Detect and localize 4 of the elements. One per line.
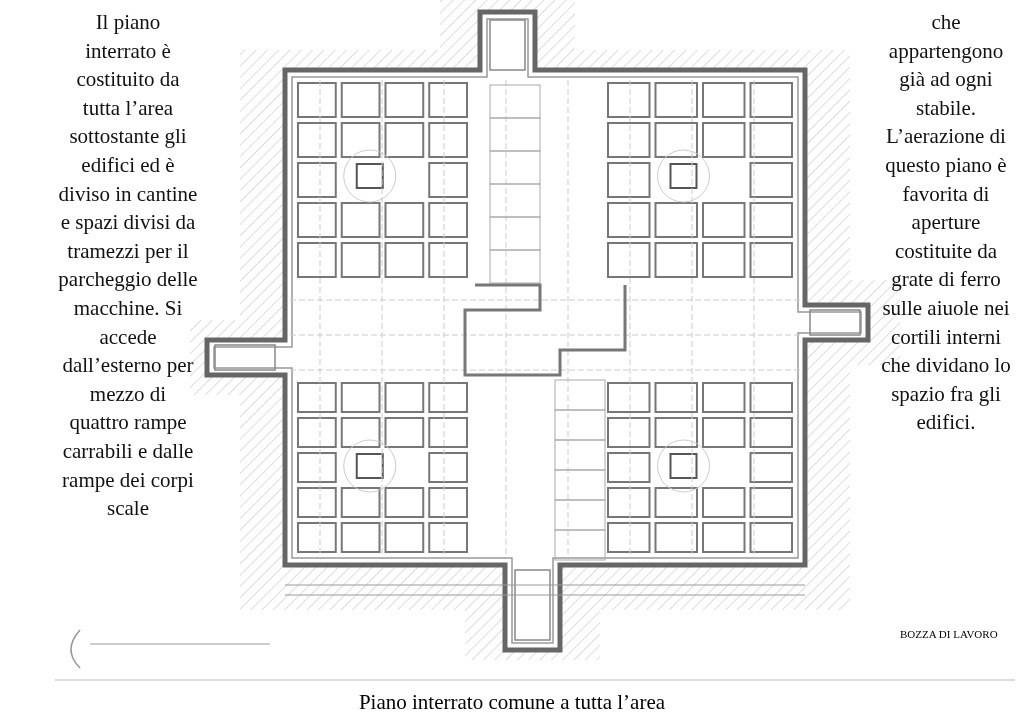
description-text: che appartengono già ad ogni stabile. L’aerazione di questo piano è favorita di aperture costituite da grate di ferro sulle aiuole nei cortili interni che dividano lo spazio fra gli edifici. [880, 9, 1012, 437]
caption: Piano interrato comune a tutta l’area [357, 690, 667, 715]
description-text: Il piano interrato è costituito da tutta l’area sottostante gli edifici ed è diviso in cantine e spazi divisi da tramezzi per il parcheggio delle macchine. Si accede dall’esterno per mezzo di quattro rampe carrabili e dalle rampe dei corpi scale [58, 9, 198, 523]
draft-stamp-text: BOZZA DI LAVORO [900, 628, 998, 640]
